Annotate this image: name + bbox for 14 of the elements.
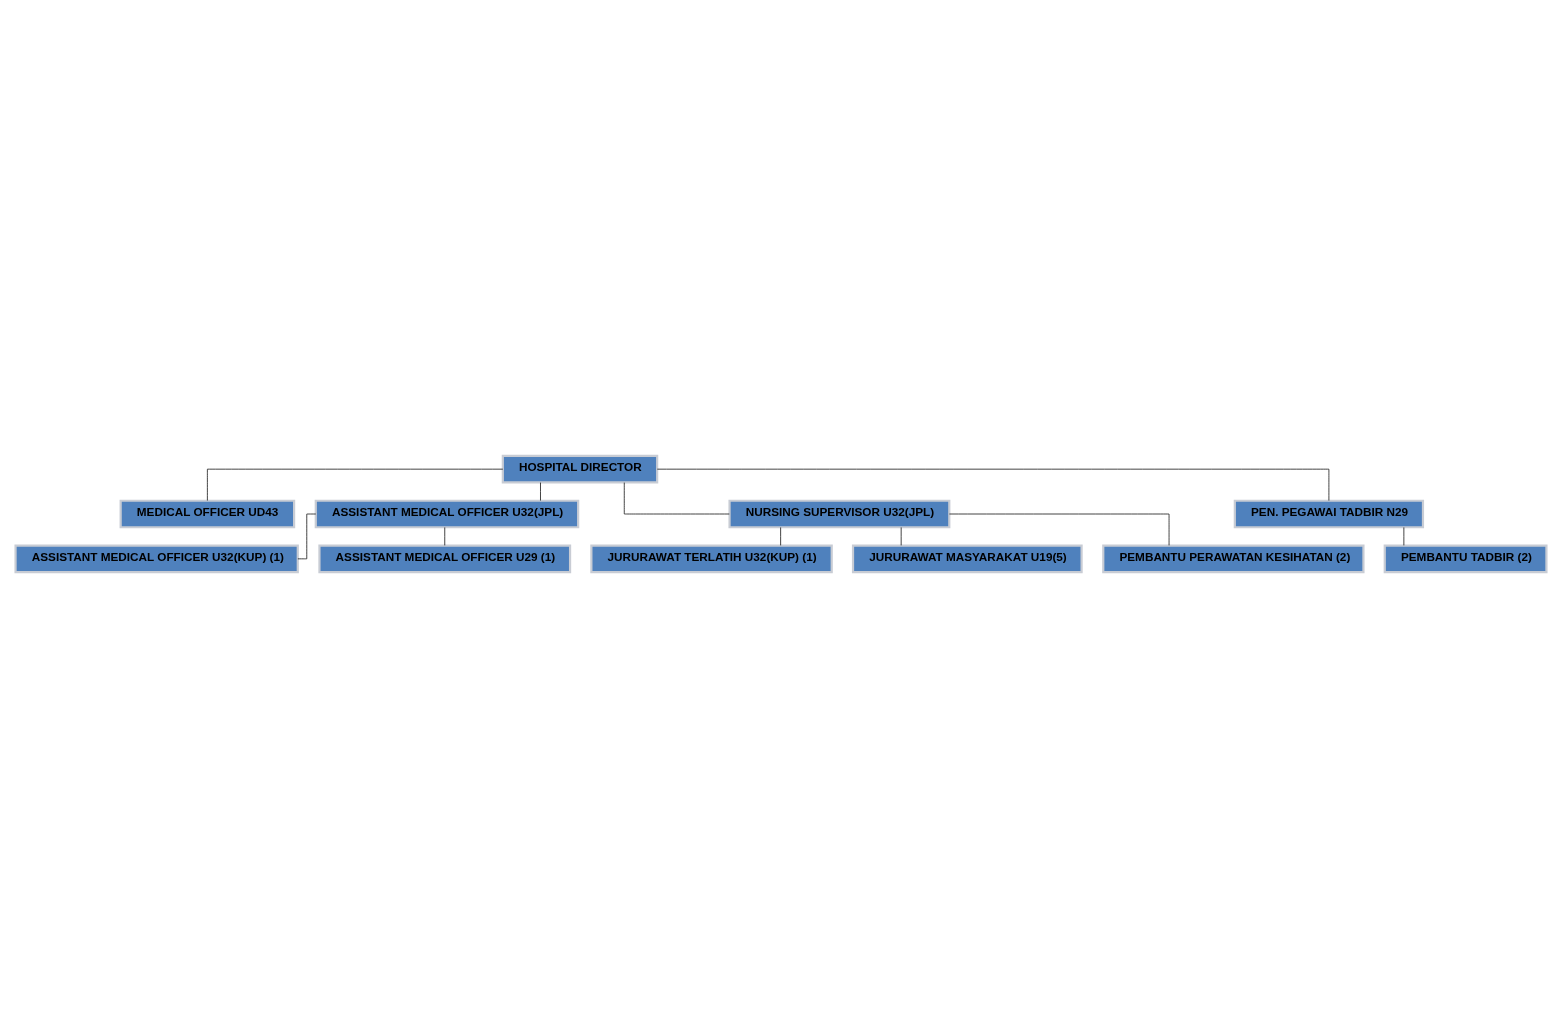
node-box: PEN. PEGAWAI TADBIR N29	[1233, 499, 1425, 528]
node-box: JURURAWAT TERLATIH U32(KUP) (1)	[590, 544, 833, 573]
node-box: ASSISTANT MEDICAL OFFICER U32(KUP) (1)	[14, 544, 299, 573]
node-box: HOSPITAL DIRECTOR	[501, 454, 659, 483]
connector	[207, 468, 504, 501]
node-box: JURURAWAT MASYARAKAT U19(5)	[851, 544, 1083, 573]
node-box: MEDICAL OFFICER UD43	[119, 499, 296, 528]
connector	[780, 526, 781, 546]
node-box: ASSISTANT MEDICAL OFFICER U32(JPL)	[314, 499, 580, 528]
node-box: ASSISTANT MEDICAL OFFICER U29 (1)	[318, 544, 572, 573]
connector	[540, 481, 541, 501]
node-box: NURSING SUPERVISOR U32(JPL)	[728, 499, 951, 528]
node-box: PEMBANTU PERAWATAN KESIHATAN (2)	[1102, 544, 1365, 573]
node-box: PEMBANTU TADBIR (2)	[1383, 544, 1548, 573]
